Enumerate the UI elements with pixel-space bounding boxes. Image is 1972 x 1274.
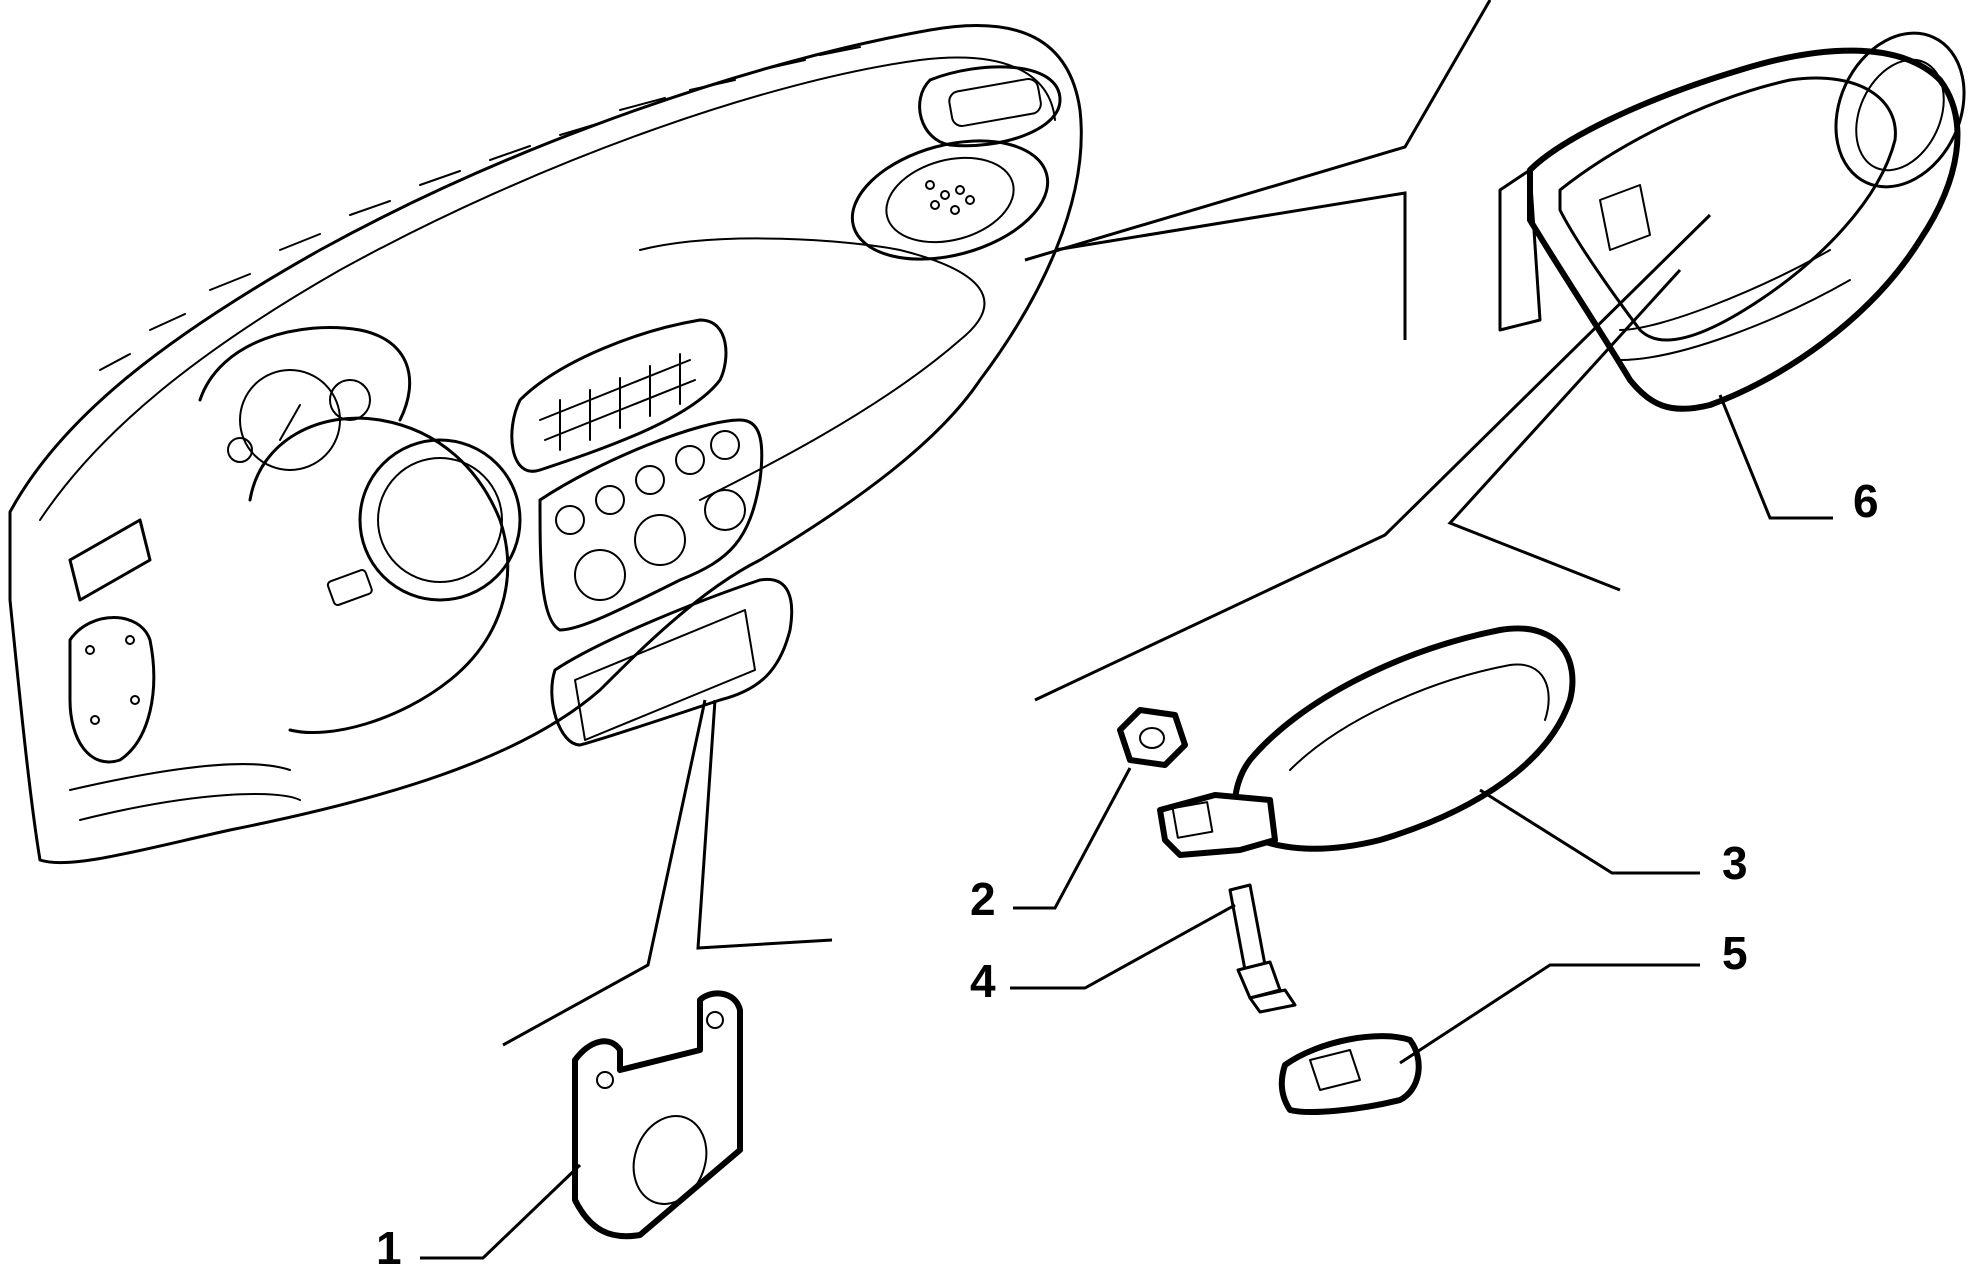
left-side-vent: [68, 518, 156, 764]
radio-slot: [550, 577, 794, 747]
defrost-vents: [99, 46, 861, 371]
callout-1: 1: [376, 1222, 402, 1274]
callout-5: 5: [1722, 927, 1748, 979]
callout-3: 3: [1722, 837, 1748, 889]
center-vents: [510, 318, 728, 473]
climate-control-panel: [538, 418, 764, 632]
part-3-handle: [1157, 625, 1576, 858]
part-2-nut: [1117, 707, 1188, 768]
part-6-housing: [1498, 31, 1966, 412]
callout-2: 2: [970, 873, 996, 925]
leader-lines: [420, 0, 1833, 1260]
dashboard-assembly: [8, 23, 1083, 865]
part-1-bracket: [572, 990, 743, 1240]
part-5-endcap: [1278, 1033, 1422, 1115]
callout-4: 4: [970, 955, 996, 1007]
callout-6: 6: [1853, 475, 1879, 527]
instrument-cluster: [198, 326, 412, 471]
right-side-vent: [918, 65, 1062, 148]
speaker-grille: [850, 139, 1050, 261]
steering-column: [248, 416, 522, 734]
part-4-bolt: [1228, 883, 1297, 1014]
